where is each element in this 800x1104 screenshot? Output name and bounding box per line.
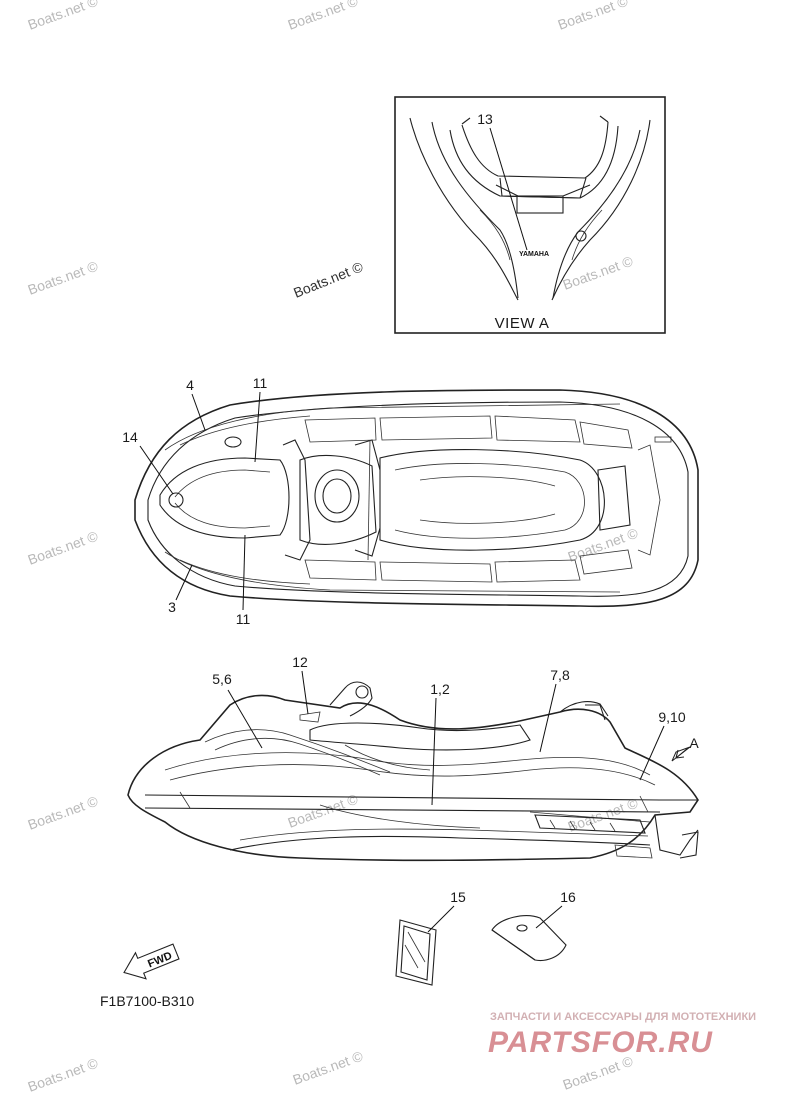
watermark: Boats.net ©: [561, 252, 636, 292]
callout-13: 13: [477, 111, 493, 127]
view-a-arrow-label: A: [689, 735, 699, 751]
view-a-hull: [409, 117, 651, 301]
callout-5-6: 5,6: [212, 671, 232, 687]
watermark: Boats.net ©: [291, 1047, 366, 1087]
view-a-frame: [394, 96, 666, 334]
watermark: Boats.net ©: [26, 257, 101, 297]
yamaha-logo: YAMAHA: [519, 251, 549, 258]
callout-7-8: 7,8: [550, 667, 570, 683]
watermark: Boats.net ©: [556, 0, 631, 33]
watermark: Boats.net ©: [286, 0, 361, 33]
view-a-title: VIEW A: [495, 315, 550, 332]
watermark: Boats.net ©: [26, 0, 101, 33]
brand-tagline: ЗАПЧАСТИ И АКСЕССУАРЫ ДЛЯ МОТОТЕХНИКИ: [490, 1011, 756, 1023]
diagram-code: F1B7100-B310: [100, 993, 194, 1009]
watermark: Boats.net ©: [566, 794, 641, 834]
top-view-hull: [134, 389, 699, 608]
callout-15: 15: [450, 889, 466, 905]
top-view-cap: [168, 492, 184, 508]
part-15-decal: 15: [395, 889, 466, 986]
view-a-hatch: [516, 195, 564, 214]
side-view: 12 5,6 1,2 7,8 9,10 A: [127, 654, 699, 862]
part-16-pad: 16: [491, 889, 576, 962]
callout-11-top: 11: [253, 375, 268, 391]
callout-3: 3: [168, 599, 176, 615]
brand: ЗАПЧАСТИ И АКСЕССУАРЫ ДЛЯ МОТОТЕХНИКИ PA…: [488, 1011, 756, 1059]
view-a-arrow-icon: [671, 746, 691, 762]
watermark: Boats.net ©: [566, 524, 641, 564]
callout-16: 16: [560, 889, 576, 905]
callout-14: 14: [122, 429, 138, 445]
callout-11-bottom: 11: [236, 611, 251, 627]
top-view: 4 11 14 3 11: [122, 375, 699, 627]
view-a-hole: [575, 230, 587, 242]
copyright-label: Boats.net ©: [291, 258, 366, 301]
watermarks: Boats.net © Boats.net © Boats.net © Boat…: [26, 0, 641, 1095]
watermark: Boats.net ©: [26, 792, 101, 832]
callout-1-2: 1,2: [430, 681, 450, 697]
fwd-arrow-icon: FWD: [123, 943, 180, 980]
side-view-hull: [127, 694, 699, 862]
loose-parts: 15 16: [395, 889, 576, 986]
view-a-inset: YAMAHA 13 VIEW A: [394, 96, 666, 334]
callout-4: 4: [186, 377, 194, 393]
callout-9-10: 9,10: [658, 709, 685, 725]
watermark: Boats.net ©: [26, 527, 101, 567]
watermark: Boats.net ©: [26, 1054, 101, 1094]
brand-logo: PARTSFOR.RU: [488, 1026, 713, 1059]
callout-12: 12: [292, 654, 308, 670]
